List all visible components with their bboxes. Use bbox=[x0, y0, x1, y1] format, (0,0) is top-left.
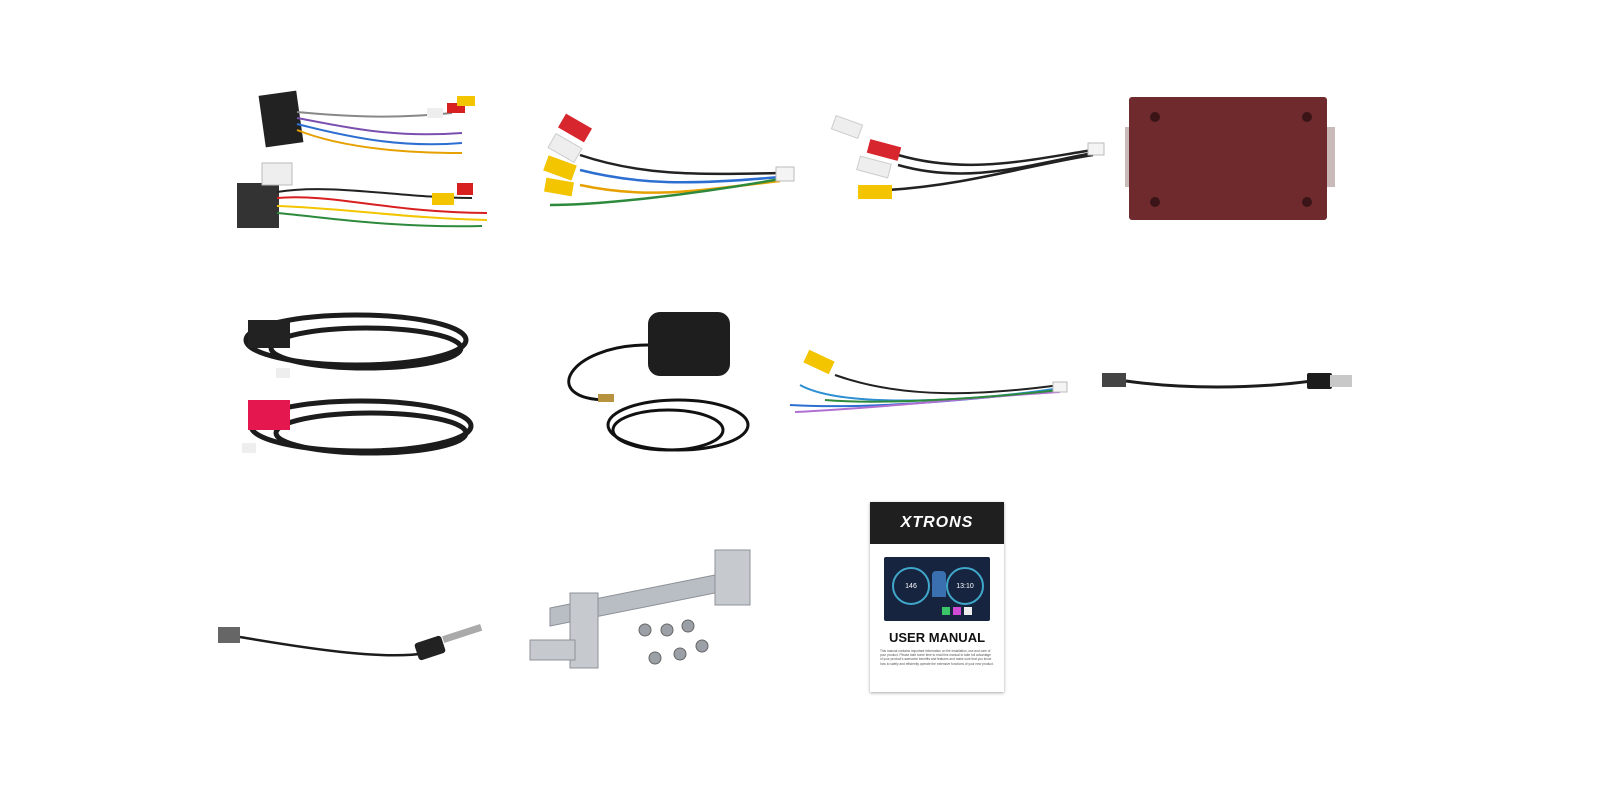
manual-title: USER MANUAL bbox=[888, 630, 986, 645]
manual-cover-screen-image: 146 13:10 bbox=[884, 557, 990, 621]
main-wiring-harness bbox=[232, 88, 502, 238]
canbus-decoder-module bbox=[1125, 97, 1340, 222]
camera-input-cable bbox=[785, 349, 1070, 420]
gps-antenna bbox=[548, 310, 753, 460]
speed-gauge: 146 bbox=[892, 567, 930, 605]
mounting-bracket-and-screws bbox=[529, 548, 755, 673]
usb-adapter-cable bbox=[1102, 365, 1357, 395]
manual-brand-logo: XTRONS bbox=[870, 502, 1004, 544]
app-icon bbox=[953, 607, 961, 615]
clock-gauge: 13:10 bbox=[946, 567, 984, 605]
user-manual: XTRONS 146 13:10 USER MANUAL This manual… bbox=[870, 502, 1004, 692]
rca-audio-output-cable bbox=[828, 114, 1108, 205]
app-icon bbox=[942, 607, 950, 615]
app-icon bbox=[964, 607, 972, 615]
radio-antenna-adapter bbox=[216, 615, 486, 665]
usb-extension-cables bbox=[236, 308, 476, 458]
rca-video-audio-cable bbox=[540, 113, 800, 215]
car-icon bbox=[932, 571, 946, 597]
manual-description: This manual contains important informati… bbox=[880, 649, 994, 666]
